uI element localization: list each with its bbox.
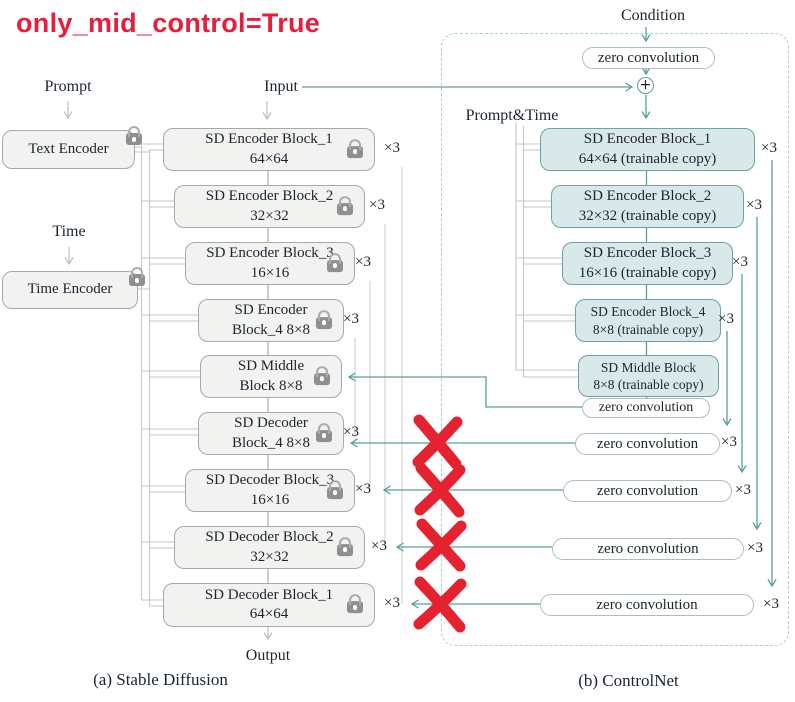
- multiplier-b-enc3: ×3: [732, 254, 748, 270]
- multiplier-a-dec4: ×3: [343, 424, 359, 440]
- lock-icon: [337, 536, 353, 556]
- multiplier-a-enc4: ×3: [343, 311, 359, 327]
- x-mark-decoder-1-icon: [413, 576, 467, 633]
- lock-icon: [327, 252, 343, 272]
- time-encoder-label: Time Encoder: [27, 281, 113, 298]
- output-label: Output: [245, 647, 291, 664]
- condition-label: Condition: [620, 7, 685, 24]
- caption-stable-diffusion: (a) Stable Diffusion: [93, 670, 228, 689]
- lock-icon: [316, 309, 332, 329]
- teal-arrows: [302, 27, 777, 609]
- prompt-time-routing-a: [133, 143, 200, 607]
- skip-lines-a: [354, 167, 403, 604]
- multiplier-a-enc3: ×3: [355, 254, 371, 270]
- multiplier-b-enc1: ×3: [761, 140, 777, 156]
- multiplier-a-enc2: ×3: [369, 197, 385, 213]
- multiplier-b-zc2: ×3: [747, 540, 763, 556]
- lock-icon: [337, 195, 353, 215]
- lock-icon: [129, 267, 145, 286]
- zero-convolution-pill-middle: zero convolution: [582, 398, 710, 418]
- x-mark-decoder-4-icon: [412, 414, 463, 470]
- zero-convolution-pill-decoder-3: zero convolution: [563, 480, 732, 502]
- prompt-label: Prompt: [44, 78, 92, 95]
- lock-icon: [314, 365, 330, 385]
- lock-icon: [126, 126, 142, 145]
- input-label: Input: [264, 78, 298, 95]
- multiplier-b-enc2: ×3: [746, 197, 762, 213]
- zero-convolution-pill-decoder-1: zero convolution: [540, 594, 754, 616]
- multiplier-a-dec3: ×3: [355, 481, 371, 497]
- lock-icon: [347, 138, 363, 158]
- multiplier-a-dec2: ×3: [371, 538, 387, 554]
- sum-node: +: [637, 77, 654, 94]
- gray-arrows: [63, 101, 273, 641]
- time-label: Time: [52, 223, 86, 240]
- page-title: only_mid_control=True: [16, 8, 321, 38]
- zero-convolution-pill-decoder-2: zero convolution: [552, 538, 744, 560]
- multiplier-b-zc4: ×3: [721, 434, 737, 450]
- multiplier-b-enc4: ×3: [718, 311, 734, 327]
- multiplier-a-enc1: ×3: [384, 140, 400, 156]
- zero-convolution-pill-condition: zero convolution: [582, 47, 715, 69]
- text-encoder-block: Text Encoder: [2, 126, 142, 169]
- multiplier-b-zc3: ×3: [735, 482, 751, 498]
- multiplier-b-zc1: ×3: [763, 596, 779, 612]
- x-mark-decoder-2-icon: [415, 518, 467, 572]
- prompt-and-time-label: Prompt&Time: [465, 107, 559, 124]
- zero-convolution-pill-decoder-4: zero convolution: [575, 433, 720, 455]
- multiplier-a-dec1: ×3: [384, 595, 400, 611]
- time-encoder-block: Time Encoder: [2, 267, 145, 309]
- controlnet-dashed-box: [441, 33, 789, 646]
- prompt-time-routing-b: [515, 122, 578, 378]
- text-encoder-label: Text Encoder: [28, 140, 109, 157]
- lock-icon: [327, 479, 343, 499]
- caption-controlnet: (b) ControlNet: [578, 671, 679, 690]
- x-mark-decoder-3-icon: [414, 462, 466, 518]
- lock-icon: [347, 594, 363, 614]
- lock-icon: [316, 422, 332, 442]
